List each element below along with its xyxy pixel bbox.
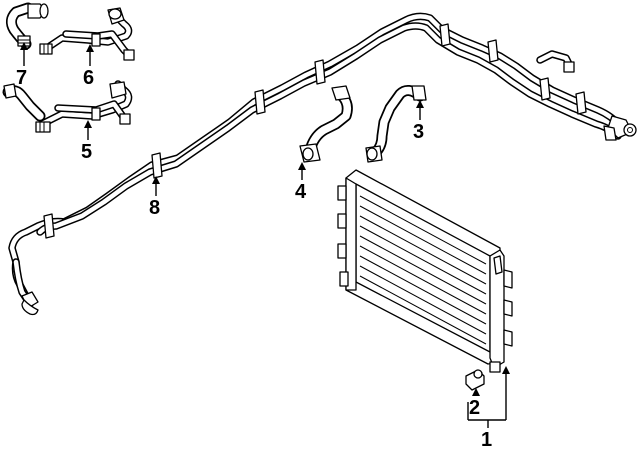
tube-assembly-part-5[interactable] bbox=[2, 80, 133, 133]
drain-plug-part-2[interactable] bbox=[465, 369, 485, 391]
leader-lines bbox=[20, 42, 510, 428]
tube-assembly-part-6[interactable] bbox=[39, 7, 135, 61]
hose-part-7[interactable] bbox=[5, 2, 49, 50]
callout-5: 5 bbox=[81, 141, 92, 163]
callout-7: 7 bbox=[16, 67, 27, 89]
callout-3: 3 bbox=[413, 121, 424, 143]
callout-2: 2 bbox=[469, 397, 480, 419]
callout-1: 1 bbox=[481, 429, 492, 450]
callout-6: 6 bbox=[83, 67, 94, 89]
hose-part-4[interactable] bbox=[299, 85, 353, 163]
hose-part-3[interactable] bbox=[365, 85, 427, 163]
cooler-line-part-8[interactable] bbox=[8, 12, 637, 316]
callout-4: 4 bbox=[295, 181, 307, 203]
radiator-part-1[interactable] bbox=[337, 169, 513, 373]
callout-8: 8 bbox=[149, 197, 160, 219]
callouts: 7 6 5 8 4 3 2 1 bbox=[16, 67, 492, 450]
